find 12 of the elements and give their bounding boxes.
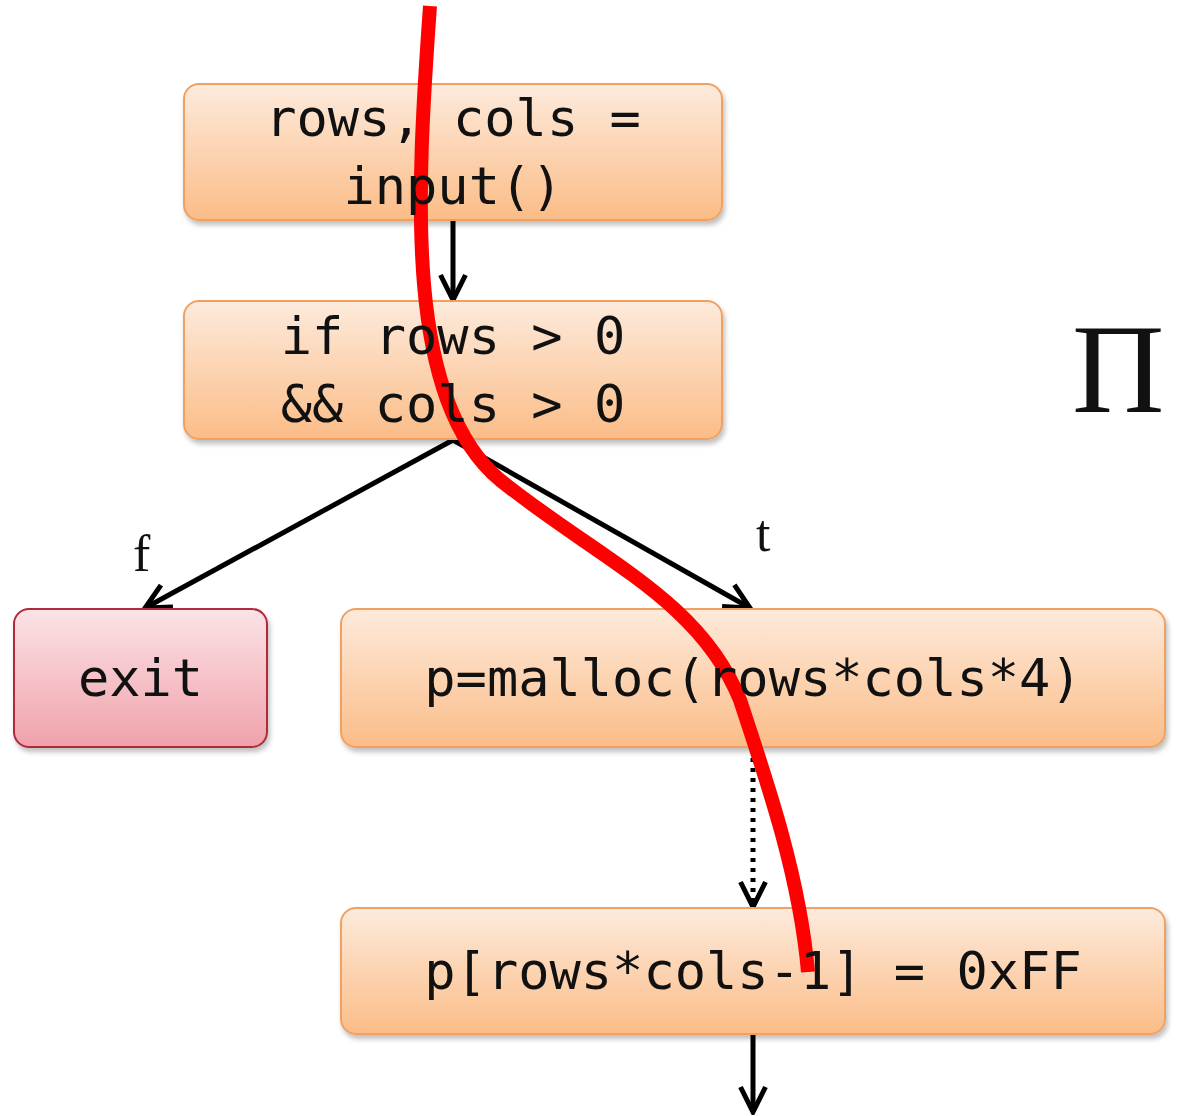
process-box [183, 300, 723, 440]
process-box [13, 608, 268, 748]
process-box [340, 907, 1166, 1035]
code-text: p[rows*cols-1] = 0xFF [424, 940, 1082, 1003]
code-text: exit [77, 647, 204, 710]
edge-label: t [756, 508, 771, 560]
arrow [451, 437, 753, 611]
arrow [142, 437, 455, 611]
arrow [738, 1035, 768, 1115]
edge-label: f [133, 528, 151, 580]
symbol-label: Π [1072, 305, 1165, 433]
arrow [438, 221, 468, 303]
